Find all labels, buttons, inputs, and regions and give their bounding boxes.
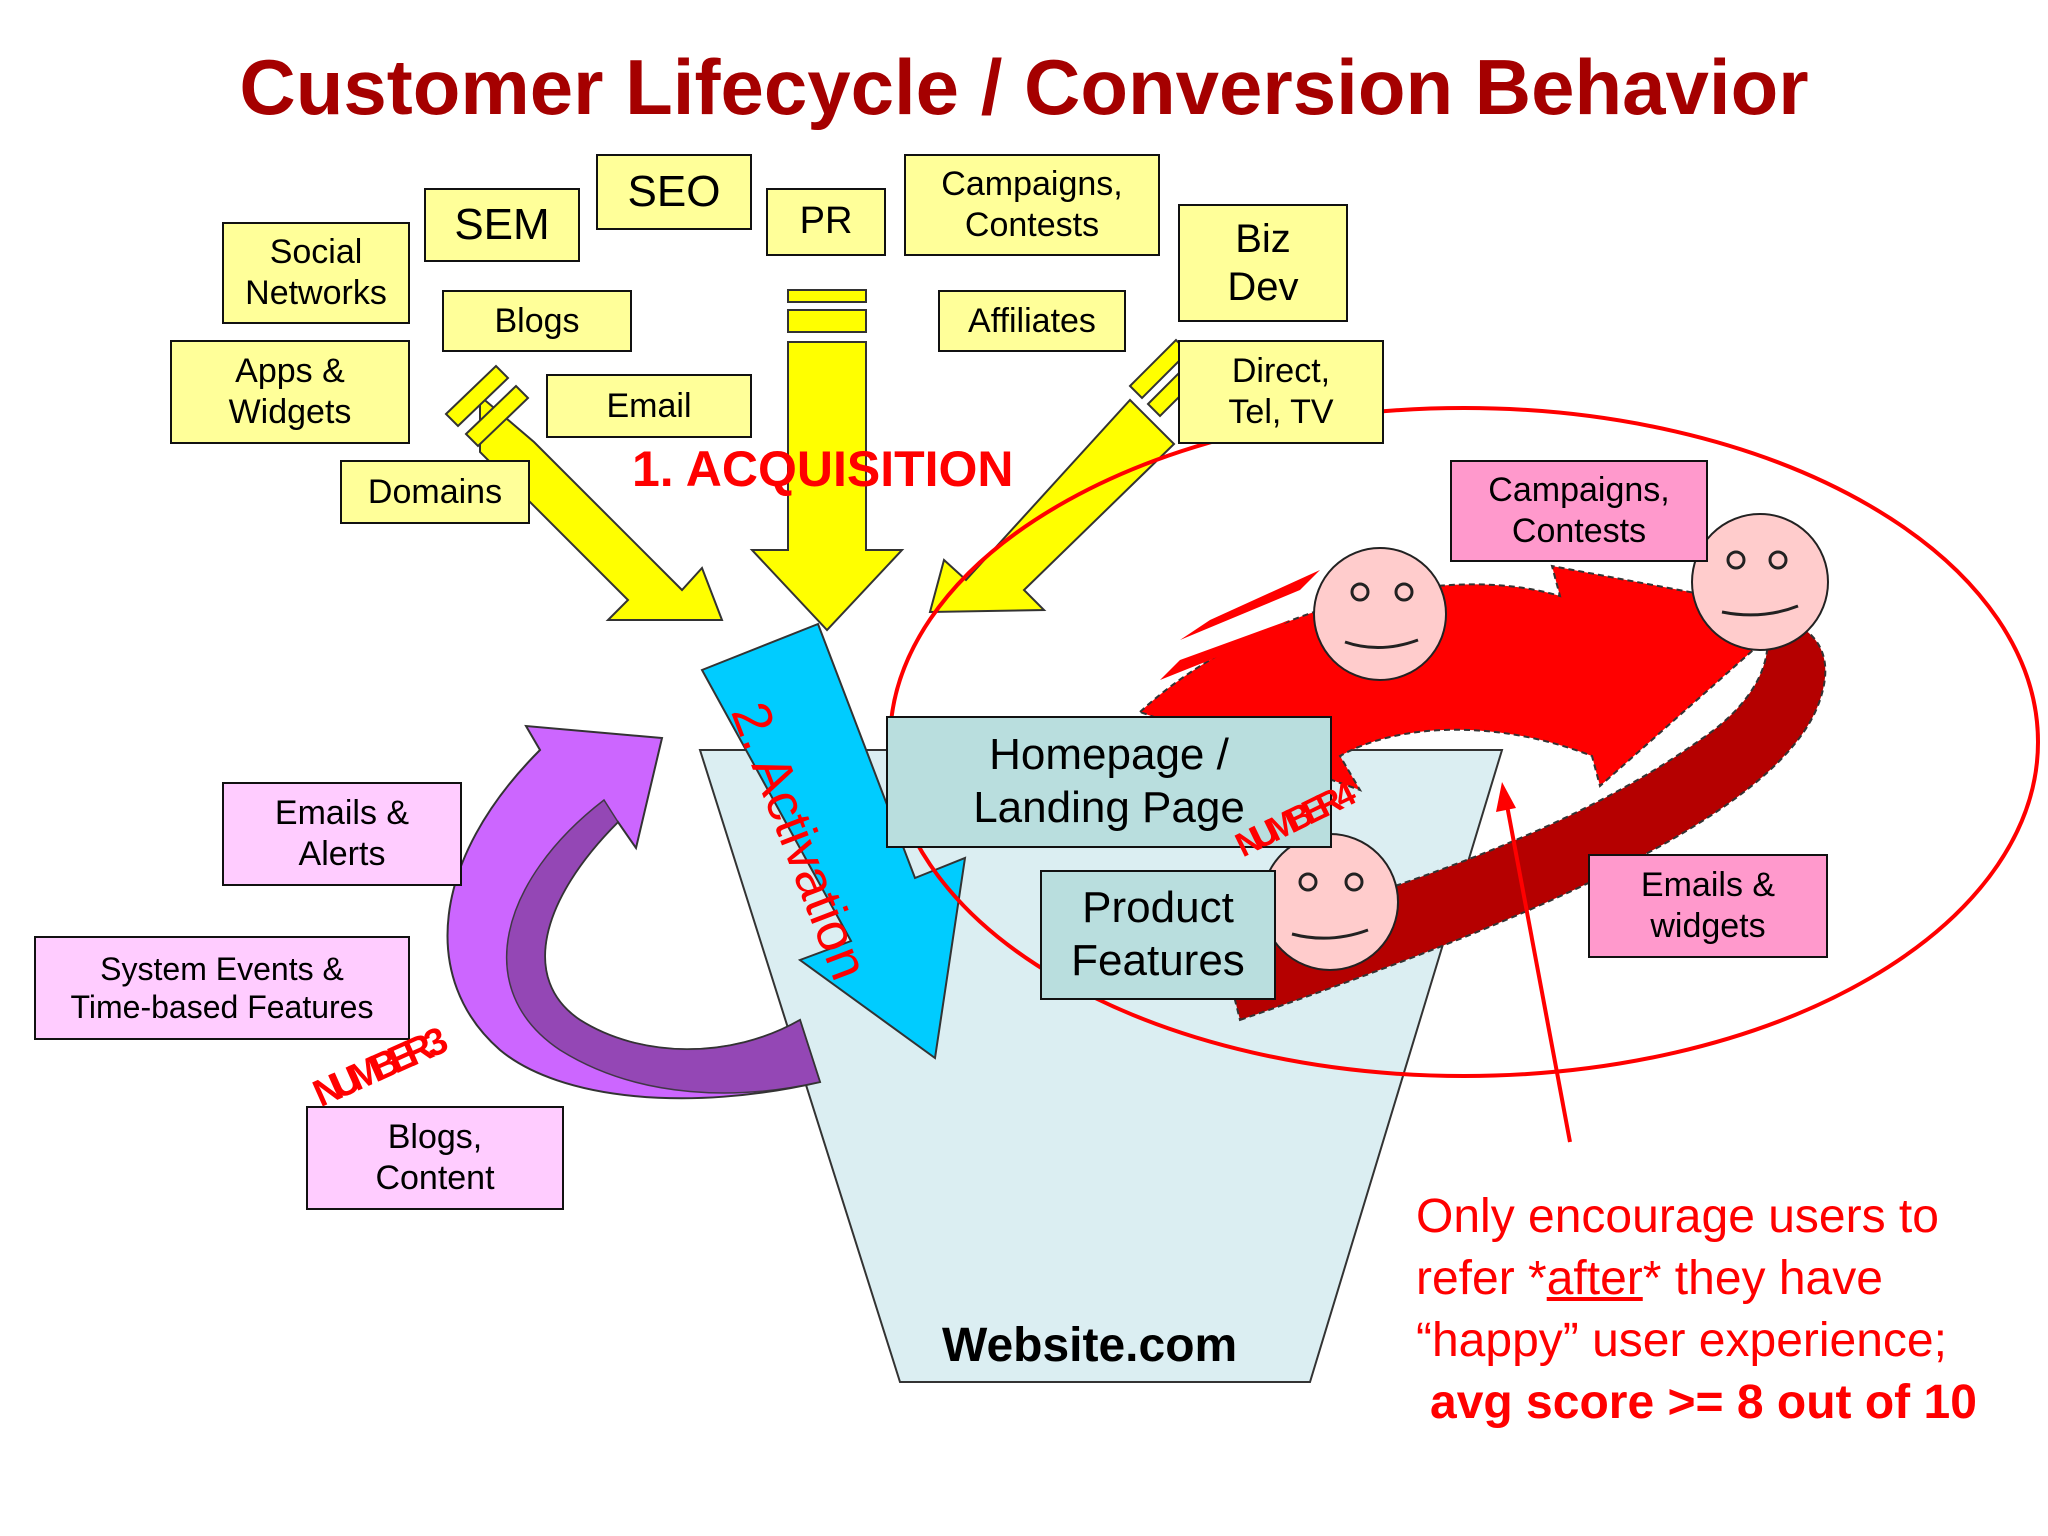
page-homepage-landing: Homepage / Landing Page <box>886 716 1332 848</box>
source-email: Email <box>546 374 752 438</box>
acquisition-arrow-center <box>749 341 905 632</box>
source-biz-dev: Biz Dev <box>1178 204 1348 322</box>
acquisition-dash <box>787 289 867 303</box>
source-apps-widgets: Apps & Widgets <box>170 340 410 444</box>
note-line-3: “happy” user experience; <box>1416 1314 1947 1367</box>
referral-spark <box>1160 620 1290 680</box>
acquisition-dash <box>444 364 510 428</box>
note-line-2-after: * they have <box>1642 1252 1883 1305</box>
retention-emails-alerts: Emails & Alerts <box>222 782 462 886</box>
source-sem: SEM <box>424 188 580 262</box>
retention-blogs-content: Blogs, Content <box>306 1106 564 1210</box>
acquisition-dash <box>464 384 530 448</box>
note-pointer <box>1504 799 1572 1143</box>
referral-spark <box>1180 570 1320 640</box>
acquisition-label: 1. ACQUISITION <box>632 441 1014 497</box>
note-line-2-underlined: after <box>1546 1252 1643 1305</box>
retention-system-events: System Events & Time-based Features <box>34 936 410 1040</box>
note-line-4: avg score >= 8 out of 10 <box>1430 1376 1977 1429</box>
activation-arrow <box>700 622 967 1060</box>
face-features <box>1291 550 1799 940</box>
source-domains: Domains <box>340 460 530 524</box>
note-pointer-head <box>1496 782 1516 812</box>
source-seo: SEO <box>596 154 752 230</box>
note-line-2-before: refer * <box>1416 1252 1547 1305</box>
source-pr: PR <box>766 188 886 256</box>
acquisition-arrows <box>444 289 1208 632</box>
diagram-title: Customer Lifecycle / Conversion Behavior <box>239 43 1809 131</box>
note-line-2: refer *after* they have <box>1416 1248 2016 1310</box>
source-affiliates: Affiliates <box>938 290 1126 352</box>
retention-arrow-shadow <box>505 798 821 1094</box>
source-blogs: Blogs <box>442 290 632 352</box>
referral-emails-widgets: Emails & widgets <box>1588 854 1828 958</box>
acquisition-arrow-right <box>928 398 1176 614</box>
source-campaigns-contests: Campaigns, Contests <box>904 154 1160 256</box>
source-social-networks: Social Networks <box>222 222 410 324</box>
page-product-features: Product Features <box>1040 870 1276 1000</box>
referral-note: Only encourage users to refer *after* th… <box>1416 1186 2016 1434</box>
source-direct-tel-tv: Direct, Tel, TV <box>1178 340 1384 444</box>
funnel-label: Website.com <box>942 1319 1238 1372</box>
acquisition-dash <box>787 309 867 333</box>
referral-campaigns-contests: Campaigns, Contests <box>1450 460 1708 562</box>
note-line-1: Only encourage users to <box>1416 1190 1939 1243</box>
